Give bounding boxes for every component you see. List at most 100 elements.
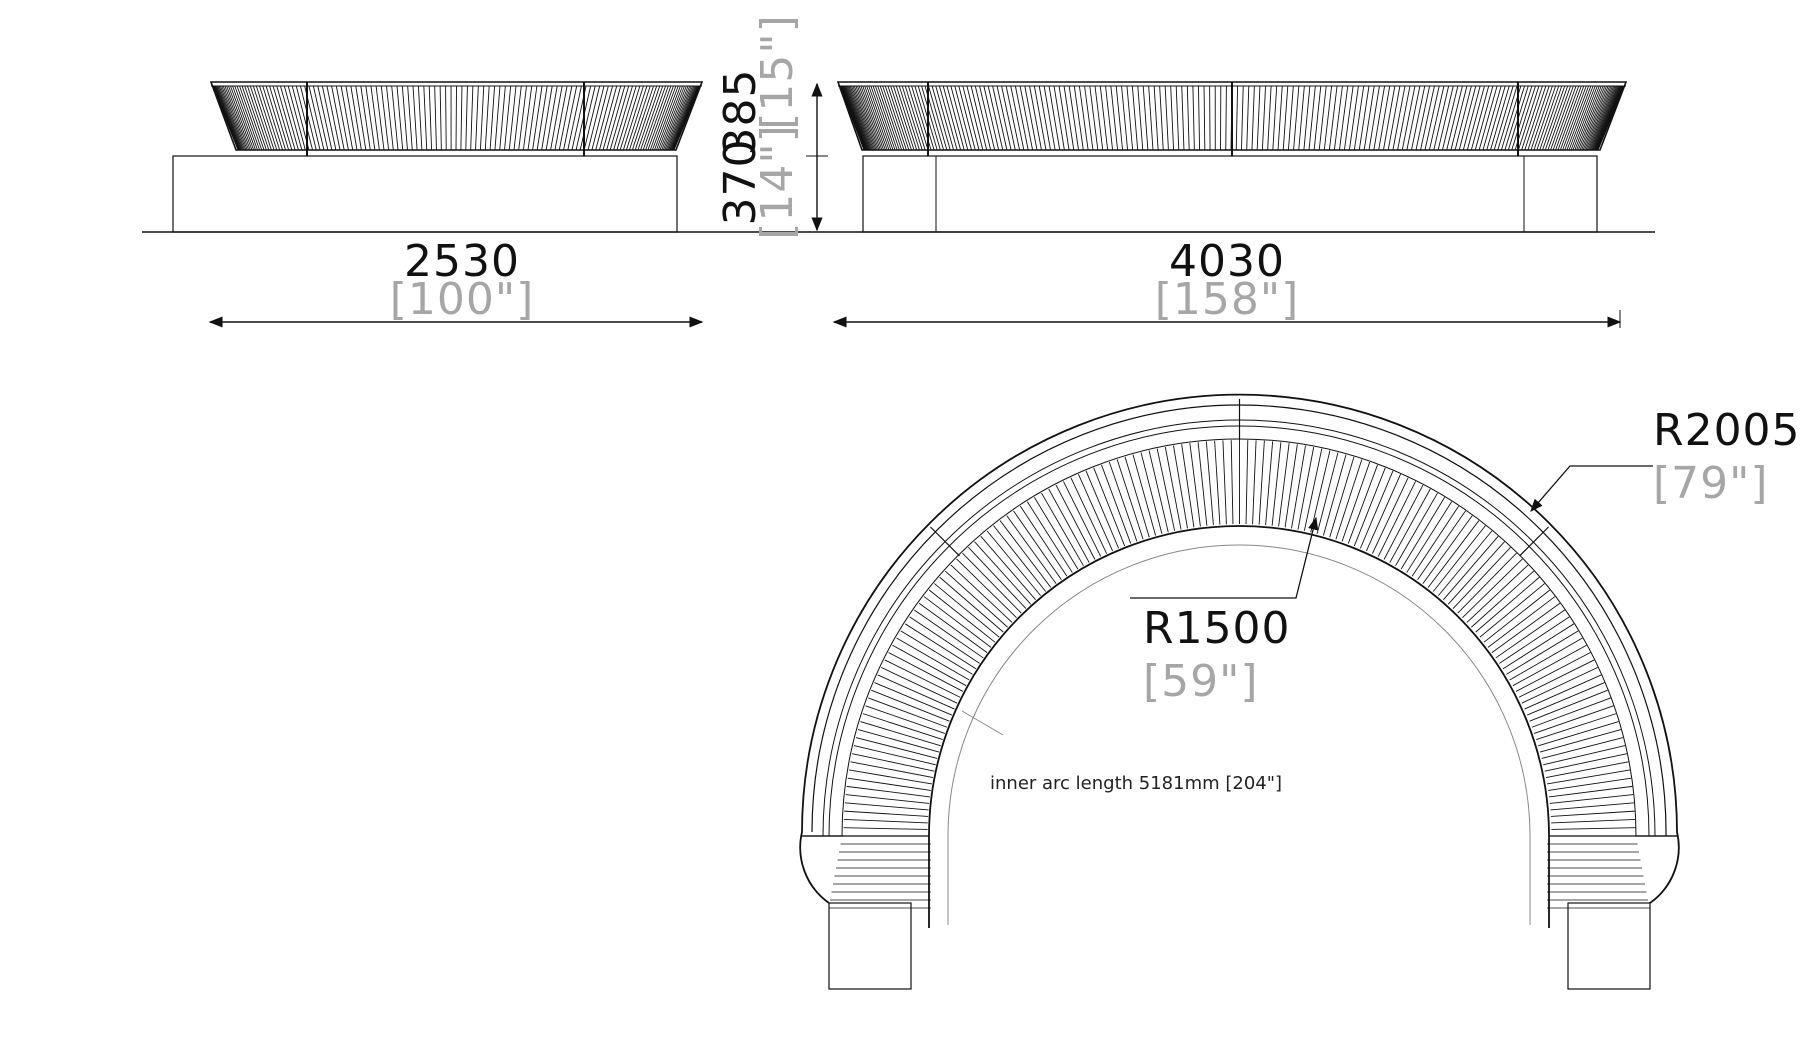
left-bench-slat bbox=[579, 85, 596, 151]
right-bench-slat bbox=[1533, 85, 1557, 151]
left-bench-slat bbox=[265, 85, 286, 151]
plan-slat bbox=[968, 547, 1027, 609]
right-bench-slat bbox=[1542, 85, 1566, 151]
right-bench-slat bbox=[1272, 85, 1278, 151]
left-bench-slat bbox=[439, 85, 442, 151]
plan-slat bbox=[1284, 444, 1298, 528]
right-bench-slat bbox=[901, 85, 923, 151]
plan-slat bbox=[1271, 442, 1282, 526]
right-bench-slat bbox=[857, 85, 881, 151]
plan-slat bbox=[1070, 477, 1108, 554]
plan-slat bbox=[1411, 505, 1460, 577]
left-bench-slat bbox=[300, 85, 317, 151]
plan-slat bbox=[850, 761, 934, 778]
right-bench-slat bbox=[1303, 85, 1311, 151]
left-bench-slat bbox=[475, 85, 479, 151]
left-bench-slat bbox=[527, 85, 538, 151]
right-bench-slat bbox=[1010, 85, 1025, 151]
plan-slat bbox=[1471, 570, 1535, 628]
plan-slat bbox=[1526, 682, 1605, 716]
plan-slat bbox=[1132, 454, 1157, 536]
plan-slat bbox=[884, 659, 961, 698]
right-bench-slat bbox=[849, 85, 874, 151]
plan-slat bbox=[1055, 484, 1096, 560]
left-bench-base bbox=[172, 155, 678, 233]
right-bench-slat bbox=[1584, 85, 1611, 151]
plan-slat bbox=[1432, 525, 1486, 592]
right-bench-slat bbox=[1559, 85, 1585, 151]
left-bench-slat bbox=[661, 85, 687, 151]
right-bench-slat bbox=[1387, 85, 1401, 151]
plan-slat bbox=[1400, 497, 1446, 570]
right-bench-slat bbox=[1256, 85, 1261, 151]
right-bench-slat bbox=[1328, 85, 1338, 151]
plan-slat bbox=[1303, 448, 1323, 531]
outer-rail-arc bbox=[811, 404, 1667, 836]
left-bench-slat bbox=[244, 85, 267, 151]
right-bench-slat bbox=[1313, 85, 1322, 151]
right-bench-slat bbox=[1591, 85, 1618, 151]
plan-slat bbox=[1033, 497, 1079, 570]
right-bench-slat bbox=[898, 85, 920, 151]
plan-slat bbox=[1013, 510, 1062, 581]
right-bench-slat bbox=[1478, 85, 1498, 151]
plan-slat bbox=[1245, 440, 1249, 525]
right-bench-slat bbox=[1029, 85, 1042, 151]
right-bench-slat bbox=[1019, 85, 1034, 151]
right-bench-slat bbox=[1287, 85, 1294, 151]
right-bench-slat bbox=[842, 85, 868, 151]
plan-slat bbox=[1427, 520, 1480, 588]
plan-slat bbox=[1443, 535, 1499, 601]
right-bench-slat bbox=[1033, 85, 1047, 151]
left-bench-slat bbox=[428, 85, 433, 151]
right-bench-slat bbox=[1446, 85, 1463, 151]
plan-slat bbox=[857, 729, 940, 753]
plan-slat bbox=[1550, 810, 1635, 817]
plan-slat bbox=[880, 666, 958, 704]
left-bench-slat bbox=[287, 85, 306, 151]
outer-radius-leader bbox=[1530, 465, 1653, 512]
plan-slat bbox=[843, 827, 928, 830]
plan-slat bbox=[1389, 488, 1431, 563]
plan-slat bbox=[1297, 446, 1315, 530]
right-bench-slat bbox=[1474, 85, 1494, 151]
right-bench-slat bbox=[1544, 85, 1569, 151]
left-bench-slat bbox=[669, 85, 696, 151]
plan-slat bbox=[1214, 440, 1221, 525]
right-bench-slat bbox=[1517, 85, 1540, 151]
plan-slat bbox=[1515, 652, 1591, 692]
plan-slat bbox=[1548, 777, 1632, 791]
plan-slat bbox=[1529, 689, 1608, 722]
outer-seat-edge bbox=[799, 393, 1680, 904]
plan-slat bbox=[1549, 794, 1634, 804]
outer-radius-in: [79"] bbox=[1653, 458, 1769, 509]
plan-slat bbox=[914, 609, 984, 659]
plan-slat bbox=[1265, 441, 1274, 526]
plan-slat bbox=[993, 525, 1047, 592]
plan-slat bbox=[1521, 666, 1599, 704]
plan-slat bbox=[1550, 802, 1635, 811]
left-bench-slat bbox=[218, 85, 244, 151]
right-bench-slat bbox=[1442, 85, 1459, 151]
right-bench-slat bbox=[1415, 85, 1431, 151]
left-bench-slat bbox=[634, 85, 658, 151]
right-bench-slat bbox=[950, 85, 969, 151]
plan-slat bbox=[962, 552, 1022, 614]
plan-slat bbox=[865, 705, 946, 734]
left-bench-slat bbox=[228, 85, 253, 151]
left-bench-slat bbox=[217, 85, 243, 151]
left-bench-slat bbox=[609, 85, 630, 151]
left-bench-slat bbox=[308, 85, 325, 151]
left-bench-slat bbox=[672, 85, 699, 151]
right-bench-slat bbox=[1579, 85, 1606, 151]
left-bench-slat bbox=[214, 85, 240, 151]
plan-view: R2005 [79"] R1500 [59"] inner arc length… bbox=[799, 393, 1800, 990]
right-bench-slat bbox=[1153, 85, 1159, 151]
right-bench-slat bbox=[847, 85, 872, 151]
right-bench-slat bbox=[1482, 85, 1502, 151]
right-bench-slat bbox=[1592, 85, 1619, 151]
left-bench-slat bbox=[550, 85, 563, 151]
right-bench-slat bbox=[879, 85, 903, 151]
right-bench-slat bbox=[987, 85, 1004, 151]
plan-slat bbox=[934, 583, 1000, 638]
